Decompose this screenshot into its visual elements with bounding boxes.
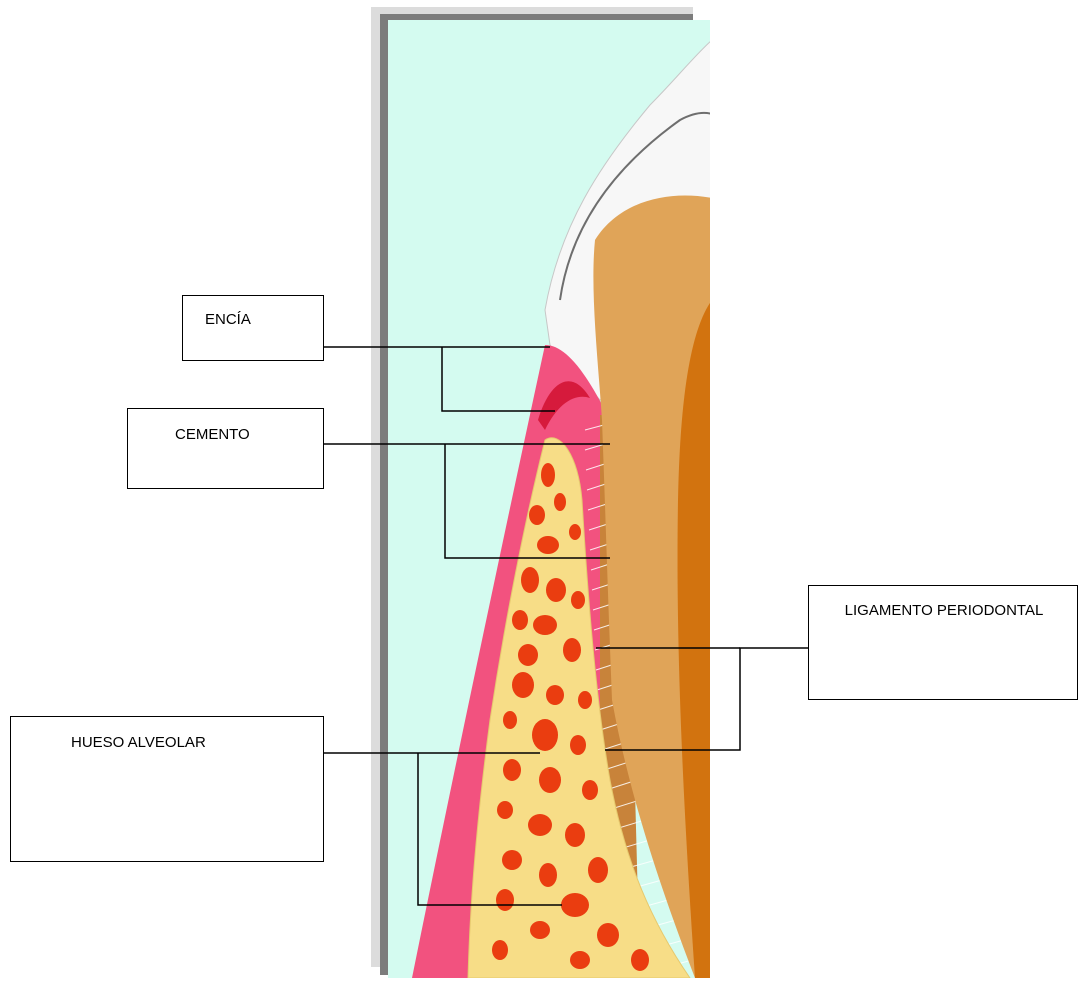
label-ligamento: LIGAMENTO PERIODONTAL [809, 602, 1078, 620]
label-hueso: HUESO ALVEOLAR [71, 734, 206, 751]
panel-top-edge [380, 14, 693, 21]
label-box-hueso: HUESO ALVEOLAR [10, 716, 324, 862]
label-cemento: CEMENTO [175, 426, 250, 443]
label-box-ligamento: LIGAMENTO PERIODONTAL [808, 585, 1078, 700]
illustration [388, 20, 712, 978]
label-box-cemento: CEMENTO [127, 408, 324, 489]
panel-left-edge [380, 15, 388, 975]
label-box-encia: ENCÍA [182, 295, 324, 361]
label-encia: ENCÍA [205, 311, 251, 328]
